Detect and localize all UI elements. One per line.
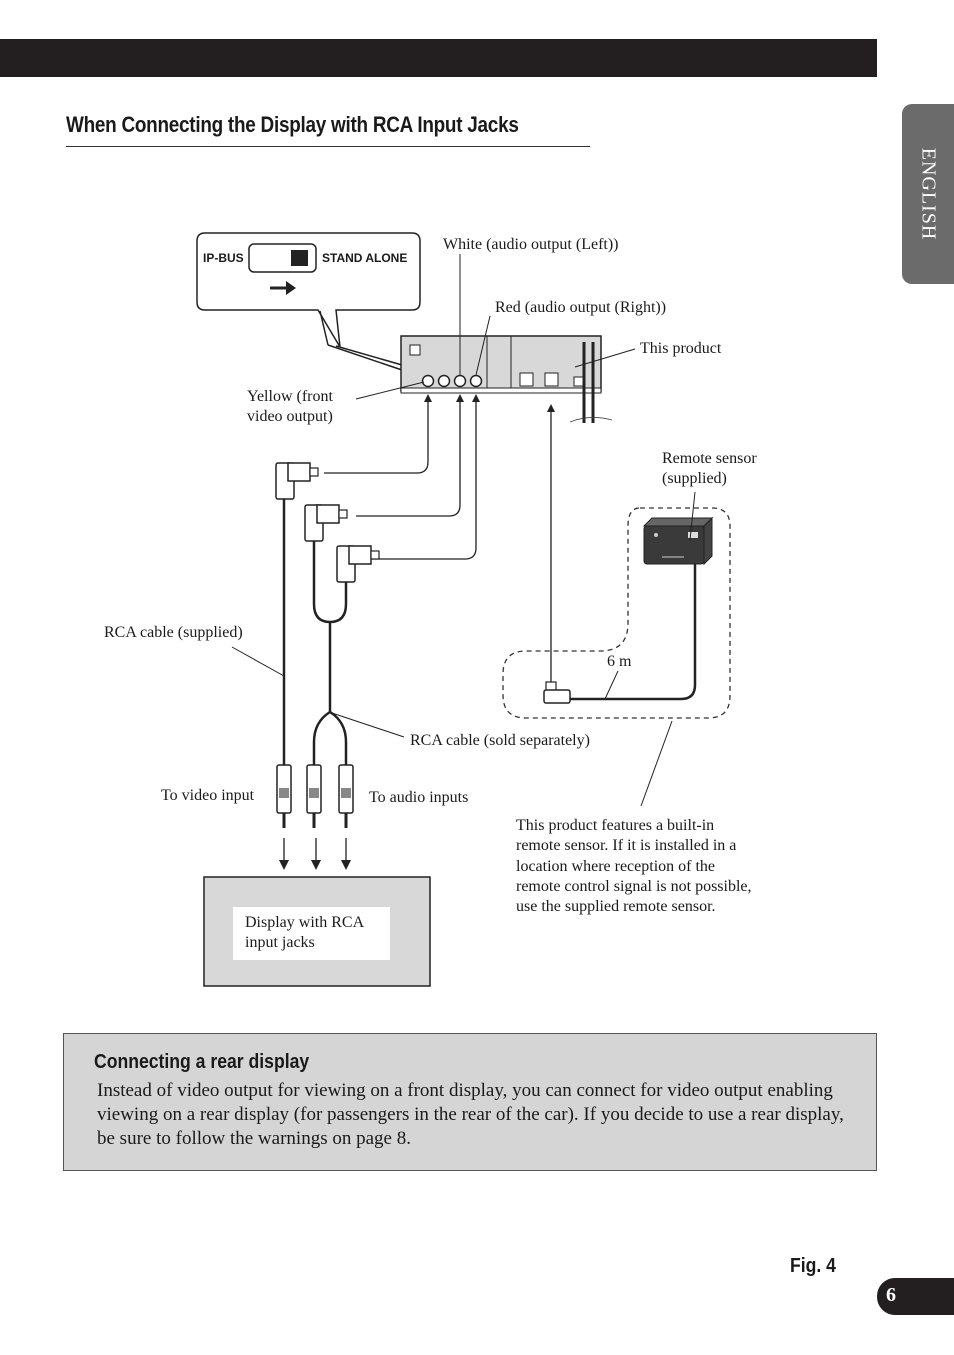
note-title: Connecting a rear display [94,1051,310,1073]
rca-plug-video [275,462,319,500]
rca-supplied-label: RCA cable (supplied) [104,624,243,641]
rca-plug-audio-right [336,545,380,583]
switch-knob [291,250,308,266]
remote-sensor-group [502,507,731,719]
switch-left-label: IP-BUS [203,251,244,265]
display-label-line1: Display with RCA [245,914,365,931]
main-unit [400,335,613,423]
this-product-label: This product [640,340,722,357]
display-label-line2: input jacks [245,934,315,951]
leader-lines [231,254,696,807]
yellow-jack [421,374,435,388]
red-jack [469,374,483,388]
connection-lines [324,394,555,685]
yellow-label-line1: Yellow (front [247,388,333,405]
arrow-right-icon [270,281,296,295]
white-jack [453,374,467,388]
header-bar [0,39,877,77]
display-box: Display with RCA input jacks [203,876,431,987]
heading-underline [66,146,590,147]
yellow-label-line2: video output) [247,408,333,425]
section-heading: When Connecting the Display with RCA Inp… [66,112,519,137]
rca-cables [282,499,348,765]
to-audio-label: To audio inputs [369,789,468,806]
note-body: Instead of video output for viewing on a… [97,1080,844,1149]
cable-length-label: 6 m [607,653,632,670]
remote-sensor-icon [642,516,714,566]
remote-plug [543,681,571,704]
to-video-label: To video input [161,787,255,804]
sensor-note-line4: remote control signal is not possible, [516,878,752,895]
switch-right-label: STAND ALONE [322,251,407,265]
figure-label: Fig. 4 [790,1255,836,1277]
rca-plug-to-video [276,764,292,828]
remote-sensor-label-line1: Remote sensor [662,450,757,467]
sensor-note-line5: use the supplied remote sensor. [516,898,716,915]
red-jack-label: Red (audio output (Right)) [495,299,666,316]
sensor-note-line3: location where reception of the [516,858,715,875]
rear-display-note: Connecting a rear display Instead of vid… [63,1033,877,1171]
remote-sensor-label-line2: (supplied) [662,470,727,487]
language-tab: ENGLISH [902,104,954,284]
rca-plug-to-audio-right [338,764,354,828]
switch-callout: IP-BUS STAND ALONE [196,232,421,371]
page-number-tab: 6 [877,1278,954,1315]
page-number: 6 [886,1284,896,1306]
sensor-note-line2: remote sensor. If it is installed in a [516,837,736,854]
sensor-note-line1: This product features a built-in [516,817,714,834]
rca-plug-audio-left [304,504,348,542]
rca-sold-label: RCA cable (sold separately) [410,732,590,749]
rca-plug-to-audio-left [306,764,322,828]
down-arrows [279,838,351,870]
white-jack-label: White (audio output (Left)) [443,236,619,253]
